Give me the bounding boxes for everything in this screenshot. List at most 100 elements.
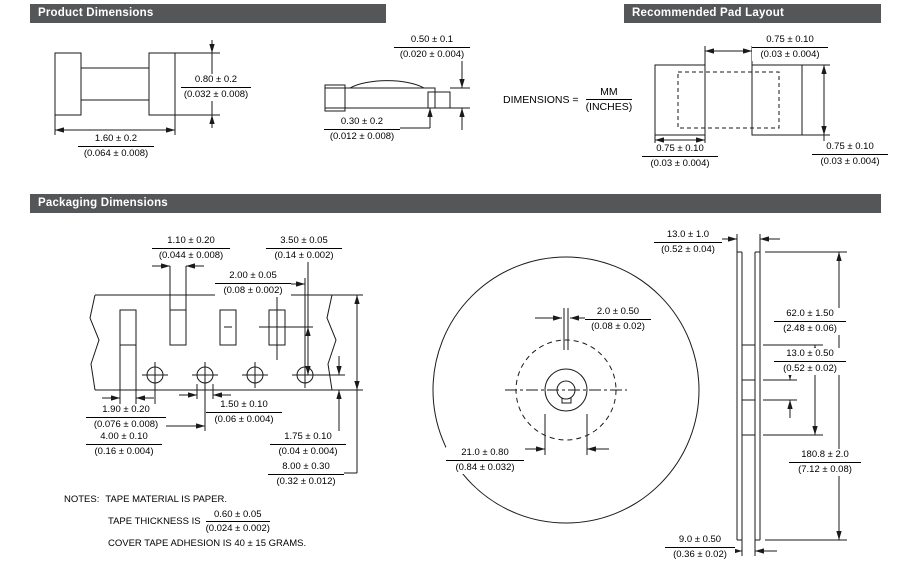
dim-tape-hole-to-pocket-in: (0.08 ± 0.002) — [223, 284, 283, 296]
dim-tape-hole-diameter-in: (0.06 ± 0.004) — [214, 413, 274, 425]
tape-note-adhesion: COVER TAPE ADHESION IS 40 ± 15 GRAMS. — [108, 538, 307, 549]
dim-pad-gap-mm: 0.75 ± 0.10 — [752, 34, 828, 48]
tape-width-dimension — [332, 294, 363, 474]
tape-note-line-3: COVER TAPE ADHESION IS 40 ± 15 GRAMS. — [64, 538, 306, 549]
dim-fuse-front-height-mm: 0.80 ± 0.2 — [181, 74, 251, 88]
dim-tape-pocket-length-in: (0.076 ± 0.008) — [93, 418, 159, 430]
dim-tape-hole-diameter: 1.50 ± 0.10 (0.06 ± 0.004) — [206, 399, 282, 426]
dim-tape-width-in: (0.32 ± 0.012) — [276, 475, 336, 487]
fuse-front-view-drawing — [54, 40, 220, 135]
pad-width-dimension — [654, 135, 706, 144]
dim-pad-width-mm: 0.75 ± 0.10 — [642, 143, 718, 157]
dim-reel-hub-width-in: (0.36 ± 0.02) — [673, 548, 727, 560]
dim-reel-arbor-diameter-in: (0.52 ± 0.02) — [783, 362, 837, 374]
tape-pocket-width-dimension — [152, 263, 204, 310]
fuse-front-width-dimension — [54, 115, 176, 135]
dim-pad-height-in: (0.03 ± 0.004) — [820, 155, 880, 167]
pad-right — [751, 64, 803, 136]
dim-reel-slot-width-in: (0.08 ± 0.02) — [591, 320, 645, 332]
tape-note-line-2: TAPE THICKNESS IS 0.60 ± 0.05 (0.024 ± 0… — [64, 509, 306, 534]
tape-note-thickness-prefix: TAPE THICKNESS IS — [108, 516, 201, 527]
dim-pad-width: 0.75 ± 0.10 (0.03 ± 0.004) — [642, 143, 718, 170]
fuse-side-height-dimension — [450, 60, 470, 130]
units-note-fraction: MM (INCHES) — [585, 86, 633, 113]
pad-height-dimension — [802, 64, 830, 142]
dim-fuse-side-height: 0.50 ± 0.1 (0.020 ± 0.004) — [394, 34, 470, 61]
pad-layout-drawing — [654, 46, 830, 144]
dim-tape-thickness: 0.60 ± 0.05 (0.024 ± 0.002) — [205, 509, 270, 534]
dim-pad-gap-in: (0.03 ± 0.004) — [760, 48, 820, 60]
dim-tape-hole-pitch-in: (0.16 ± 0.004) — [94, 445, 154, 457]
header-recommended-pad-layout: Recommended Pad Layout — [624, 4, 881, 23]
dim-fuse-front-width-mm: 1.60 ± 0.2 — [78, 133, 154, 147]
tape-pocket-length-dimension — [102, 345, 154, 404]
dim-fuse-front-width-in: (0.064 ± 0.008) — [83, 147, 149, 159]
dim-fuse-side-terminal-in: (0.012 ± 0.008) — [329, 130, 395, 142]
dim-fuse-front-height: 0.80 ± 0.2 (0.032 ± 0.008) — [181, 74, 251, 101]
dim-pad-height-mm: 0.75 ± 0.10 — [812, 141, 888, 155]
reel-drawing — [432, 234, 847, 556]
dim-fuse-side-terminal: 0.30 ± 0.2 (0.012 ± 0.008) — [324, 116, 400, 143]
pad-gap-dimension — [704, 46, 753, 65]
dim-pad-width-in: (0.03 ± 0.004) — [650, 157, 710, 169]
dim-tape-pocket-width: 1.10 ± 0.20 (0.044 ± 0.008) — [152, 235, 230, 262]
component-outline-dashed — [677, 71, 780, 129]
dim-tape-thickness-mm: 0.60 ± 0.05 — [205, 509, 270, 522]
units-note-label: DIMENSIONS = — [503, 93, 579, 106]
dim-tape-pocket-to-hole-in: (0.14 ± 0.002) — [274, 249, 334, 261]
dim-tape-pocket-width-mm: 1.10 ± 0.20 — [152, 235, 230, 249]
dim-fuse-side-terminal-mm: 0.30 ± 0.2 — [324, 116, 400, 130]
dim-pad-height: 0.75 ± 0.10 (0.03 ± 0.004) — [812, 141, 888, 168]
tape-note-material: TAPE MATERIAL IS PAPER. — [105, 494, 227, 505]
units-note-inches: (INCHES) — [585, 101, 633, 113]
dim-fuse-front-width: 1.60 ± 0.2 (0.064 ± 0.008) — [78, 133, 154, 160]
dim-tape-thickness-in: (0.024 ± 0.002) — [205, 523, 270, 534]
dim-tape-pocket-length-mm: 1.90 ± 0.20 — [86, 404, 166, 418]
header-packaging-dimensions: Packaging Dimensions — [30, 194, 881, 213]
dim-reel-arbor-diameter: 13.0 ± 0.50 (0.52 ± 0.02) — [774, 348, 846, 375]
reel-flange-diameter-dimension — [765, 251, 847, 541]
tape-sprocket-holes — [142, 278, 318, 388]
dim-reel-slot-width: 2.0 ± 0.50 (0.08 ± 0.02) — [585, 306, 651, 333]
dim-reel-slot-width-mm: 2.0 ± 0.50 — [585, 306, 651, 320]
dim-reel-hub-window-in: (0.84 ± 0.032) — [455, 461, 515, 473]
dim-reel-width: 13.0 ± 1.0 (0.52 ± 0.04) — [654, 229, 722, 256]
dim-tape-hole-diameter-mm: 1.50 ± 0.10 — [206, 399, 282, 413]
dim-fuse-side-height-in: (0.020 ± 0.004) — [399, 48, 465, 60]
dim-tape-pocket-to-hole: 3.50 ± 0.05 (0.14 ± 0.002) — [266, 235, 342, 262]
dim-tape-hole-pitch: 4.00 ± 0.10 (0.16 ± 0.004) — [86, 431, 162, 458]
dim-reel-hub-diameter-mm: 62.0 ± 1.50 — [774, 308, 846, 322]
dim-tape-hole-to-pocket-mm: 2.00 ± 0.05 — [215, 270, 291, 284]
dim-reel-hub-window: 21.0 ± 0.80 (0.84 ± 0.032) — [446, 447, 524, 474]
dim-tape-width: 8.00 ± 0.30 (0.32 ± 0.012) — [268, 461, 344, 488]
dim-reel-hub-window-mm: 21.0 ± 0.80 — [446, 447, 524, 461]
tape-note-line-1: NOTES: TAPE MATERIAL IS PAPER. — [64, 494, 306, 505]
pad-left — [654, 64, 706, 136]
reel-hub-window-dimension — [525, 414, 609, 455]
fuse-side-view-drawing — [324, 60, 470, 130]
dim-reel-hub-width: 9.0 ± 0.50 (0.36 ± 0.02) — [665, 534, 735, 561]
dim-fuse-side-height-mm: 0.50 ± 0.1 — [394, 34, 470, 48]
tape-notes: NOTES: TAPE MATERIAL IS PAPER. TAPE THIC… — [64, 494, 306, 553]
dim-reel-flange-diameter: 180.8 ± 2.0 (7.12 ± 0.08) — [789, 449, 861, 476]
fuse-side-terminal-dimension — [398, 108, 433, 129]
dim-reel-flange-diameter-in: (7.12 ± 0.08) — [798, 463, 852, 475]
dim-tape-edge-to-hole: 1.75 ± 0.10 (0.04 ± 0.004) — [270, 431, 346, 458]
dim-pad-gap: 0.75 ± 0.10 (0.03 ± 0.004) — [752, 34, 828, 61]
dim-reel-width-mm: 13.0 ± 1.0 — [654, 229, 722, 243]
dim-reel-hub-diameter: 62.0 ± 1.50 (2.48 ± 0.06) — [774, 308, 846, 335]
dim-tape-pocket-width-in: (0.044 ± 0.008) — [158, 249, 224, 261]
reel-side-view — [736, 251, 761, 541]
dim-reel-hub-width-mm: 9.0 ± 0.50 — [665, 534, 735, 548]
fuse-front-body — [54, 52, 176, 116]
units-note-mm: MM — [585, 86, 633, 100]
dim-tape-edge-to-hole-mm: 1.75 ± 0.10 — [270, 431, 346, 445]
dim-fuse-front-height-in: (0.032 ± 0.008) — [183, 88, 249, 100]
units-note: DIMENSIONS = MM (INCHES) — [503, 86, 633, 113]
dim-reel-arbor-diameter-mm: 13.0 ± 0.50 — [774, 348, 846, 362]
header-product-dimensions: Product Dimensions — [30, 4, 386, 23]
dim-tape-hole-to-pocket: 2.00 ± 0.05 (0.08 ± 0.002) — [215, 270, 291, 297]
dim-reel-flange-diameter-mm: 180.8 ± 2.0 — [789, 449, 861, 463]
tape-notes-label: NOTES: — [64, 494, 100, 505]
